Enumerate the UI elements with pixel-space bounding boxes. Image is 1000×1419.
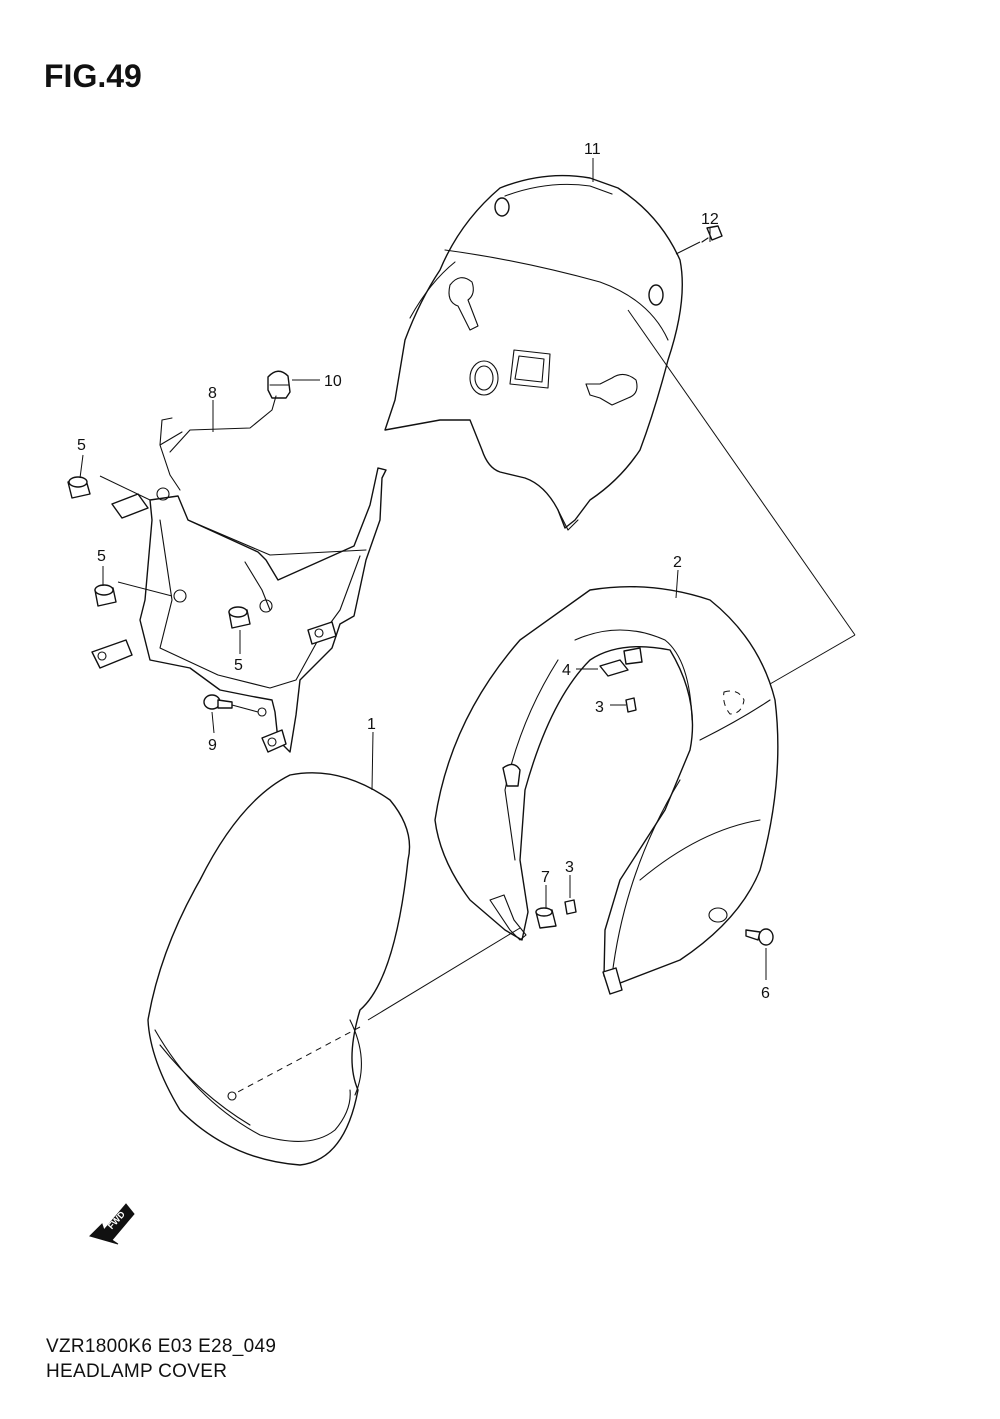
fwd-arrow-icon: FWD [89,1203,135,1245]
callout-8: 8 [208,385,217,402]
part-4-nut-plate [599,647,643,677]
callout-12: 12 [701,211,719,228]
callout-3-top: 3 [595,699,604,716]
leader-lines [79,158,856,1095]
part-10-clip [267,370,291,399]
part-2-outer-cover [434,585,779,995]
callout-7: 7 [541,869,550,886]
callout-10: 10 [324,373,342,390]
part-12-screw [701,225,723,243]
callout-2: 2 [673,554,682,571]
part-11-inner-cover [384,174,683,531]
part-3-screws [564,697,637,915]
callout-labels: 11 12 10 8 5 5 5 9 2 4 3 1 7 3 6 [77,141,770,1002]
callout-5-middle: 5 [97,548,106,565]
diagram-title: HEADLAMP COVER [46,1361,228,1382]
callout-5-bottom: 5 [234,657,243,674]
callout-3-bottom: 3 [565,859,574,876]
part-6-bolt [745,928,774,946]
part-9-bolt [203,694,233,710]
figure-title: FIG.49 [44,58,142,94]
part-1-lens-cover [147,772,411,1166]
model-code: VZR1800K6 E03 E28_049 [46,1336,277,1357]
part-7-cushion [535,907,557,929]
part-8-bracket [91,395,387,753]
callout-4: 4 [562,662,571,679]
callout-5-top: 5 [77,437,86,454]
callout-6: 6 [761,985,770,1002]
callout-11: 11 [584,141,601,158]
callout-9: 9 [208,737,217,754]
callout-1: 1 [367,716,376,733]
part-5-grommets [67,476,251,629]
